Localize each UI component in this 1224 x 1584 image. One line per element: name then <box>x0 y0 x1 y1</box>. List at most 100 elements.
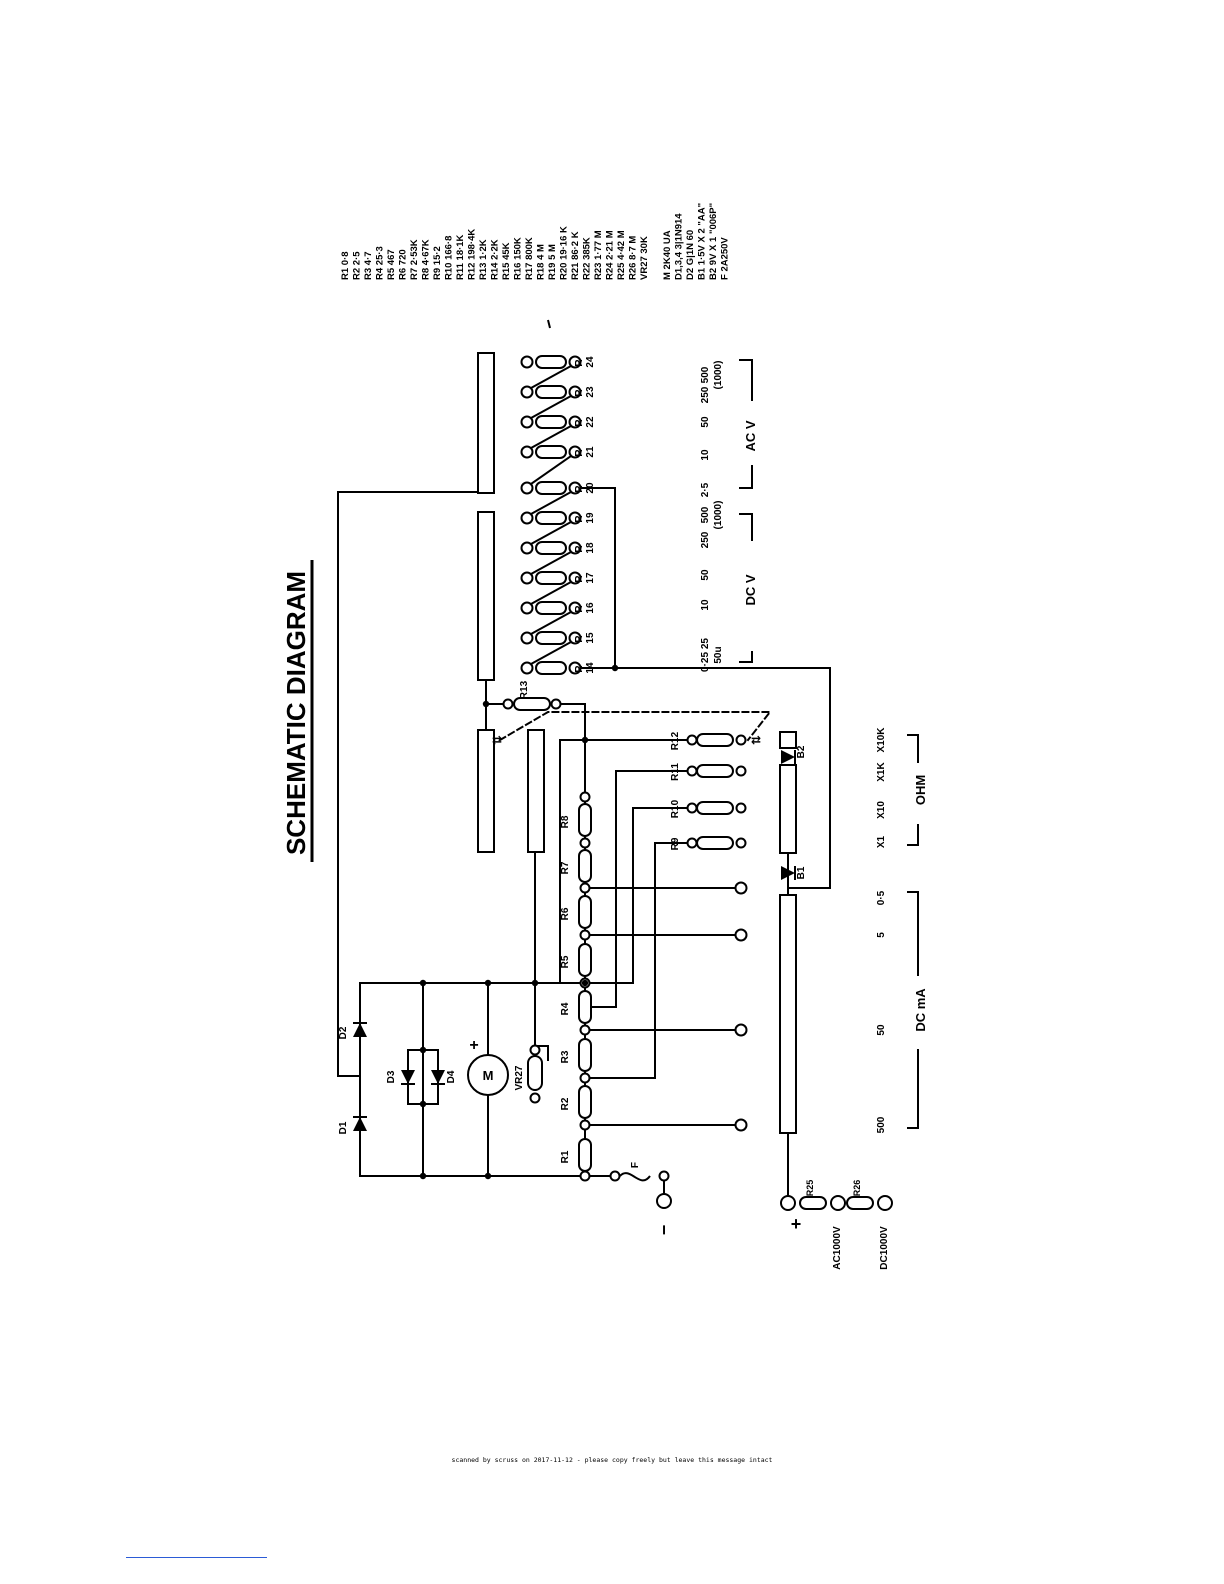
resistor <box>696 836 734 850</box>
dcv-value: 250 <box>700 531 711 548</box>
terminal <box>830 1195 846 1211</box>
label-d1: D1 <box>338 1121 349 1134</box>
parts-list-item: R6 720 <box>398 249 409 280</box>
wire <box>529 490 573 516</box>
label-r-prefix: R <box>574 605 585 613</box>
resistor <box>535 355 567 369</box>
terminal <box>734 881 748 895</box>
acv-value: 250 <box>700 386 711 403</box>
terminal <box>520 601 534 615</box>
label-r13: R13 <box>519 680 530 699</box>
terminal <box>735 837 747 849</box>
junction-dot <box>482 700 490 708</box>
dcv-value: 500 <box>700 506 711 523</box>
meter-m <box>467 1054 509 1096</box>
parts-list-item: R21 86·2 K <box>570 231 581 280</box>
acv-sub: (1000) <box>713 361 724 390</box>
acv-value: 500 <box>700 366 711 383</box>
ohm-value: X10 <box>876 801 887 819</box>
acv-value: 50 <box>700 416 711 428</box>
parts-list-item: R20 19·16 K <box>559 226 570 280</box>
wire <box>739 651 753 663</box>
dcma-range-label: DC mA <box>913 988 928 1032</box>
junction-dot <box>484 979 492 987</box>
label-r-prefix: R <box>574 575 585 583</box>
parts-list-item: R19 5 M <box>547 244 558 280</box>
resistor <box>578 849 592 883</box>
wire <box>614 667 831 889</box>
junction-dot <box>611 664 619 672</box>
parts-list-item: R7 2·53K <box>409 239 420 280</box>
ohm-value: X10K <box>876 727 887 753</box>
terminal <box>735 765 747 777</box>
terminal <box>734 928 748 942</box>
wire <box>498 711 773 742</box>
wire <box>589 770 687 1008</box>
components <box>310 319 893 1211</box>
parts-list-item: R3 4·7 <box>363 251 374 280</box>
terminal <box>735 802 747 814</box>
terminal <box>735 734 747 746</box>
terminal <box>550 698 562 710</box>
label-r18: 18 <box>585 542 596 554</box>
label-r25: R25 <box>805 1180 815 1197</box>
wire <box>407 1049 439 1105</box>
parts-list-item: B1 1·5V X 2 "AA" <box>697 203 708 280</box>
resistor <box>535 415 567 429</box>
ohm-value: X1K <box>876 761 887 781</box>
label-r-prefix: R <box>574 635 585 643</box>
terminal <box>568 631 582 645</box>
terminal <box>520 631 534 645</box>
resistor <box>535 385 567 399</box>
terminal <box>568 385 582 399</box>
terminal <box>568 481 582 495</box>
resistor <box>696 764 734 778</box>
parts-list-item: R16 150K <box>513 237 524 280</box>
parts-list-item: R24 2·21 M <box>605 230 616 280</box>
dcv-range-label: DC V <box>743 574 758 605</box>
page-title: SCHEMATIC DIAGRAM <box>281 571 311 855</box>
wire <box>907 824 919 846</box>
terminal <box>520 445 534 459</box>
parts-list-item: D1,3,4 3|1N914 <box>674 213 685 280</box>
scan-footer: scanned by scruss on 2017-11-12 - please… <box>451 1456 773 1464</box>
parts-list-item: R5 467 <box>386 249 397 280</box>
terminal <box>609 1170 621 1182</box>
label-r21: 21 <box>585 446 596 458</box>
terminal <box>877 1195 893 1211</box>
resistor <box>799 1196 827 1210</box>
parts-list-item: R10 166·8 <box>444 236 455 280</box>
label-fuse: F <box>630 1162 641 1168</box>
ohm-range-label: OHM <box>913 775 928 805</box>
label-r-prefix: R <box>574 485 585 493</box>
wire <box>529 364 573 390</box>
junction-dot <box>531 979 539 987</box>
wire <box>907 891 919 976</box>
resistor <box>578 943 592 977</box>
wire <box>739 359 753 401</box>
resistor <box>513 697 551 711</box>
diode <box>781 750 795 764</box>
wire <box>739 465 753 489</box>
battery-b2-bar <box>779 764 797 854</box>
wire <box>739 513 753 541</box>
label-r23: 23 <box>585 386 596 398</box>
wire <box>579 487 616 669</box>
terminal-ac1000-label: AC1000V <box>832 1226 843 1270</box>
parts-list-item: R12 198·4K <box>467 229 478 280</box>
terminal <box>658 1170 670 1182</box>
vr27 <box>527 1055 543 1091</box>
wire <box>359 982 586 1177</box>
b2-terminal <box>779 731 797 749</box>
resistor <box>578 990 592 1024</box>
diode <box>781 866 795 880</box>
junction-dot <box>419 1100 427 1108</box>
dcma-value: 500 <box>876 1116 887 1133</box>
terminal <box>502 698 514 710</box>
label-r-prefix: R <box>574 419 585 427</box>
terminal <box>520 355 534 369</box>
wire <box>534 1045 549 1061</box>
diode <box>353 1023 367 1037</box>
